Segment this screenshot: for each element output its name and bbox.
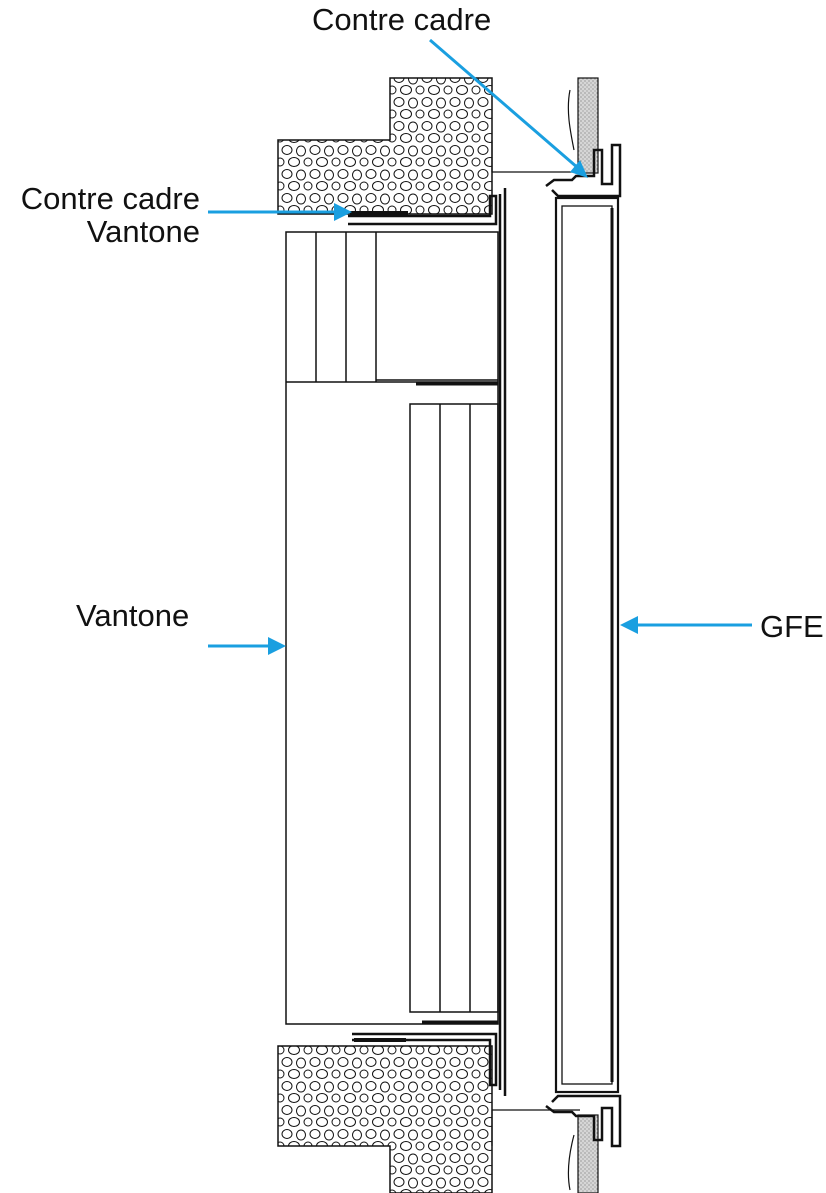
label-contre-cadre-vantone-line1: Contre cadre	[20, 181, 200, 216]
plaster-wall	[577, 77, 599, 1193]
arrow-contre-cadre	[429, 38, 588, 178]
contre-cadre-vantone-profile	[348, 194, 498, 1087]
vantone-box	[285, 231, 499, 1025]
arrow-contre-cadre-vantone	[208, 203, 352, 221]
masonry-bottom	[277, 1045, 493, 1193]
arrow-gfe	[620, 616, 752, 634]
reveal-top	[491, 89, 580, 173]
label-vantone: Vantone	[76, 598, 190, 633]
contre-cadre-profile	[545, 143, 622, 1148]
label-contre-cadre-vantone-line2: Vantone	[86, 214, 200, 249]
label-gfe: GFE	[760, 609, 824, 644]
arrow-vantone	[208, 637, 286, 655]
gfe-frame	[554, 196, 620, 1094]
label-contre-cadre: Contre cadre	[312, 2, 492, 37]
vantone-vertical-profile	[498, 188, 507, 1096]
reveal-bottom	[491, 1109, 580, 1191]
label-contre-cadre-vantone: Contre cadre Vantone	[21, 182, 200, 248]
masonry-top	[277, 77, 493, 215]
